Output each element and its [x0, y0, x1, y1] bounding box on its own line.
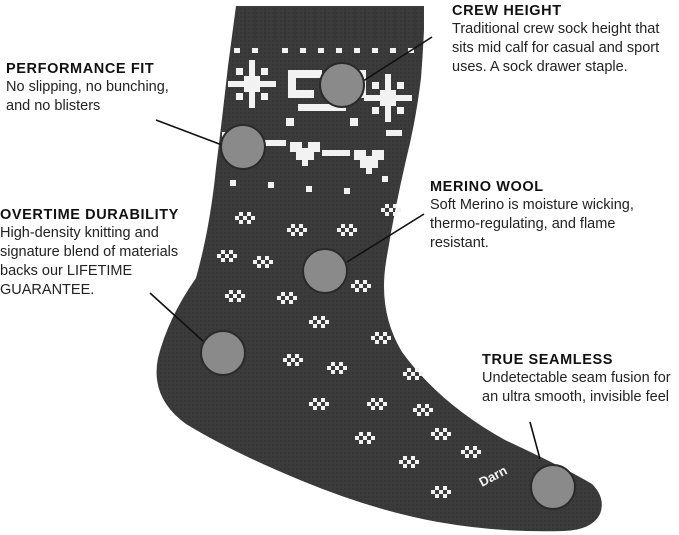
callout-merino-wool: MERINO WOOL Soft Merino is moisture wick…	[430, 178, 670, 253]
callout-description: No slipping, no bunching, and no blister…	[6, 79, 169, 114]
callout-title: CREW HEIGHT	[452, 3, 562, 19]
callout-crew-height: CREW HEIGHT Traditional crew sock height…	[452, 2, 677, 77]
feature-markers	[200, 62, 576, 510]
true-seamless-marker	[530, 464, 576, 510]
callout-description: High-density knitting and signature blen…	[0, 225, 179, 298]
callout-performance-fit: PERFORMANCE FIT No slipping, no bunching…	[6, 60, 196, 116]
merino-wool-marker	[302, 248, 348, 294]
performance-fit-marker	[220, 124, 266, 170]
callout-title: MERINO WOOL	[430, 179, 544, 195]
sock-body	[156, 6, 602, 532]
callout-description: Undetectable seam fusion for an ultra sm…	[482, 370, 671, 405]
callout-true-seamless: TRUE SEAMLESS Undetectable seam fusion f…	[482, 351, 679, 407]
overtime-durability-marker	[200, 330, 246, 376]
cuff-ribbing	[244, 8, 416, 40]
crew-height-marker	[319, 62, 365, 108]
pointer-lines	[149, 36, 541, 460]
callout-title: OVERTIME DURABILITY	[0, 207, 179, 223]
callout-title: PERFORMANCE FIT	[6, 61, 155, 77]
callout-description: Traditional crew sock height that sits m…	[452, 21, 660, 75]
callout-description: Soft Merino is moisture wicking, thermo-…	[430, 197, 634, 251]
callout-overtime-durability: OVERTIME DURABILITY High-density knittin…	[0, 206, 200, 300]
callout-title: TRUE SEAMLESS	[482, 352, 614, 368]
